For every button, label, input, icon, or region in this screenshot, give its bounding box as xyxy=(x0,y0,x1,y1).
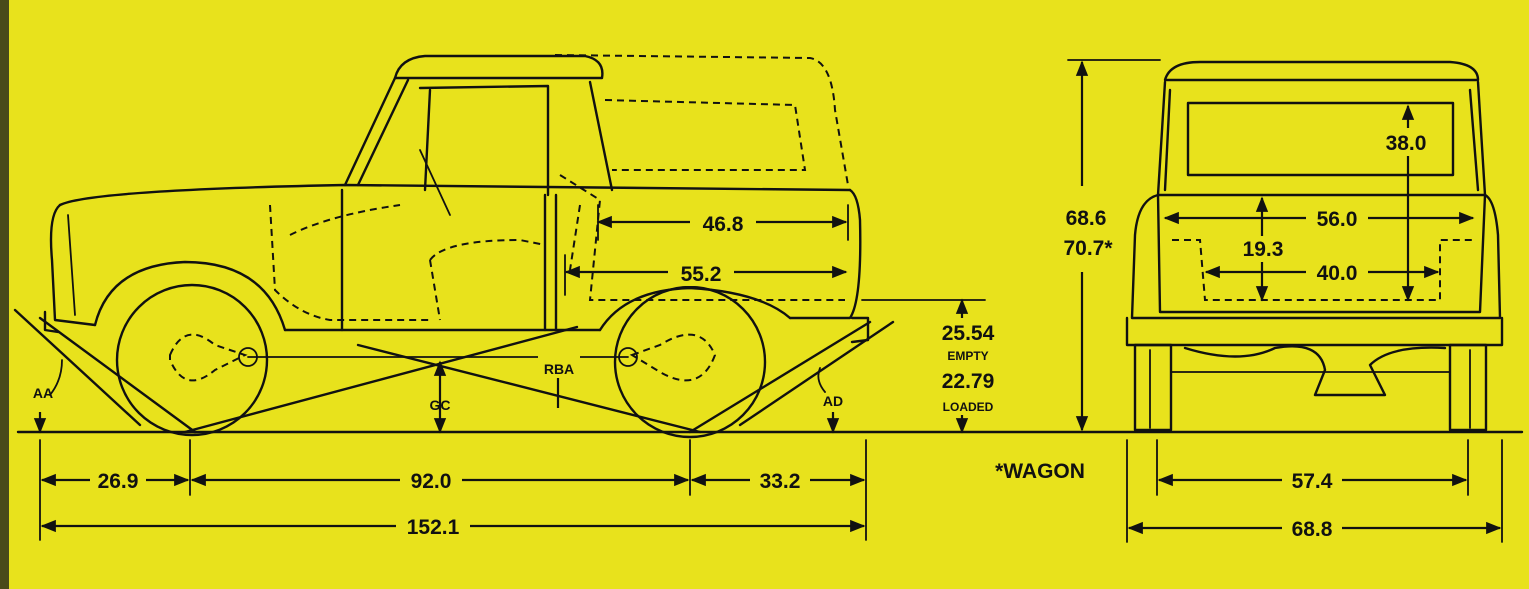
departure-angle-line xyxy=(738,320,895,427)
label-height-empty: 25.54 xyxy=(942,322,995,345)
label-overall-length: 152.1 xyxy=(407,516,460,539)
label-overall-width: 68.8 xyxy=(1292,518,1333,541)
label-wagon-note: *WAGON xyxy=(995,460,1085,483)
breakover-line-front xyxy=(183,325,579,434)
label-overall-height: 68.6 xyxy=(1066,207,1107,230)
rear-right-wheel xyxy=(1448,343,1488,432)
rear-wheel xyxy=(613,285,767,439)
side-window xyxy=(418,84,550,197)
rear-roof-cap xyxy=(1163,60,1480,82)
label-width-lower: 40.0 xyxy=(1317,262,1358,285)
label-loaded: LOADED xyxy=(943,400,994,414)
dashed-hardtop-outline xyxy=(554,54,849,186)
roof-cap xyxy=(393,54,604,80)
dashed-cargo-floor xyxy=(559,174,845,301)
label-overall-height-wagon: 70.7* xyxy=(1063,237,1113,260)
label-rear-overhang: 33.2 xyxy=(760,470,801,493)
label-approach-angle: AA xyxy=(33,385,53,401)
rear-left-wheel xyxy=(1133,343,1173,432)
label-ramp-breakover: RBA xyxy=(544,361,574,377)
breakover-line-rear xyxy=(356,343,702,434)
front-wheel xyxy=(115,283,269,437)
label-empty: EMPTY xyxy=(947,349,988,363)
approach-angle-line xyxy=(13,308,142,427)
label-wheelbase: 92.0 xyxy=(411,470,452,493)
rear-view-vehicle xyxy=(1125,60,1504,432)
label-width-upper: 56.0 xyxy=(1317,208,1358,231)
label-interior-upper: 46.8 xyxy=(703,213,744,236)
label-ground-clearance: GC xyxy=(430,397,451,413)
label-front-overhang: 26.9 xyxy=(98,470,139,493)
label-departure-angle: AD xyxy=(823,393,843,409)
label-height-loaded: 22.79 xyxy=(942,370,995,393)
label-window-height: 38.0 xyxy=(1386,132,1427,155)
label-inner-height: 19.3 xyxy=(1243,238,1284,261)
label-track-width: 57.4 xyxy=(1292,470,1333,493)
rear-window xyxy=(1186,101,1455,177)
label-interior-lower: 55.2 xyxy=(681,263,722,286)
page-edge xyxy=(0,0,9,589)
side-view-vehicle xyxy=(13,54,895,439)
